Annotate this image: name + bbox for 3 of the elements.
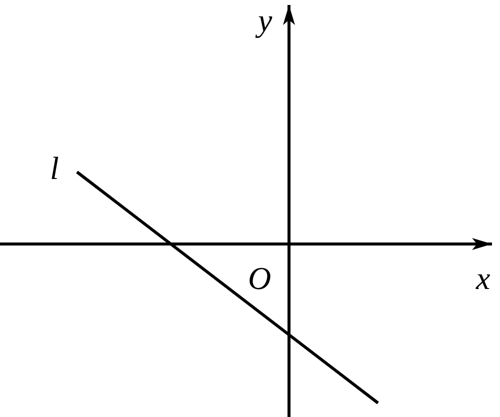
line-label: l (50, 152, 59, 184)
axis-label: x (476, 262, 490, 294)
origin-label: O (248, 262, 272, 294)
